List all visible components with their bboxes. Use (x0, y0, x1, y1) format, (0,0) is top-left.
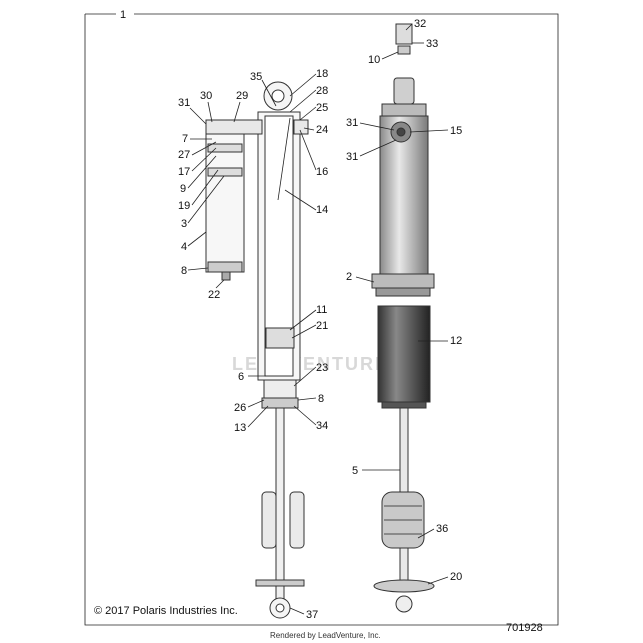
callout-33: 33 (426, 38, 438, 50)
callout-2: 2 (346, 271, 352, 283)
callout-26: 26 (234, 402, 246, 414)
callout-23: 23 (316, 362, 328, 374)
shock-cross-section (205, 81, 309, 619)
callout-17: 17 (178, 166, 190, 178)
callout-5: 5 (352, 465, 358, 477)
callout-25: 25 (316, 102, 328, 114)
callout-31-right-lower: 31 (346, 151, 358, 163)
callout-9: 9 (180, 183, 186, 195)
callout-30: 30 (200, 90, 212, 102)
callout-14: 14 (316, 204, 328, 216)
callout-6: 6 (238, 371, 244, 383)
callout-24: 24 (316, 124, 328, 136)
callout-3: 3 (181, 218, 187, 230)
shock-body (379, 115, 429, 279)
callout-13: 13 (234, 422, 246, 434)
drawing-number: 701928 (506, 622, 543, 634)
callout-4: 4 (181, 241, 187, 253)
shock-assembled (371, 23, 435, 613)
reservoir-section (205, 133, 245, 273)
callout-27: 27 (178, 149, 190, 161)
callout-8-upper: 8 (181, 265, 187, 277)
shaft-section (275, 407, 285, 609)
callout-11: 11 (316, 304, 327, 316)
adjuster-ring (371, 273, 435, 289)
callout-22: 22 (208, 289, 220, 301)
callout-12: 12 (450, 335, 462, 347)
callout-7: 7 (182, 133, 188, 145)
spring-sleeve (377, 305, 431, 403)
callout-35: 35 (250, 71, 262, 83)
callout-21: 21 (316, 320, 328, 332)
callout-34: 34 (316, 420, 328, 432)
callout-10: 10 (368, 54, 380, 66)
callout-37: 37 (306, 609, 318, 621)
callout-1: 1 (120, 9, 126, 21)
bottom-plate (373, 579, 435, 593)
callout-19: 19 (178, 200, 190, 212)
callout-31-left: 31 (178, 97, 190, 109)
callout-layer: 32 33 10 35 18 28 25 24 16 14 30 31 29 7… (178, 18, 462, 621)
callout-20: 20 (450, 571, 462, 583)
copyright-text: © 2017 Polaris Industries Inc. (94, 605, 238, 617)
callout-31-right-upper: 31 (346, 117, 358, 129)
rendered-by-text: Rendered by LeadVenture, Inc. (270, 631, 381, 640)
callout-18: 18 (316, 68, 328, 80)
callout-36: 36 (436, 523, 448, 535)
watermark-text: LEADVENTURE (232, 354, 389, 374)
callout-32: 32 (414, 18, 426, 30)
callout-29: 29 (236, 90, 248, 102)
callout-28: 28 (316, 85, 328, 97)
callout-16: 16 (316, 166, 328, 178)
callout-8-lower: 8 (318, 393, 324, 405)
frame-border (84, 13, 559, 626)
callout-15: 15 (450, 125, 462, 137)
